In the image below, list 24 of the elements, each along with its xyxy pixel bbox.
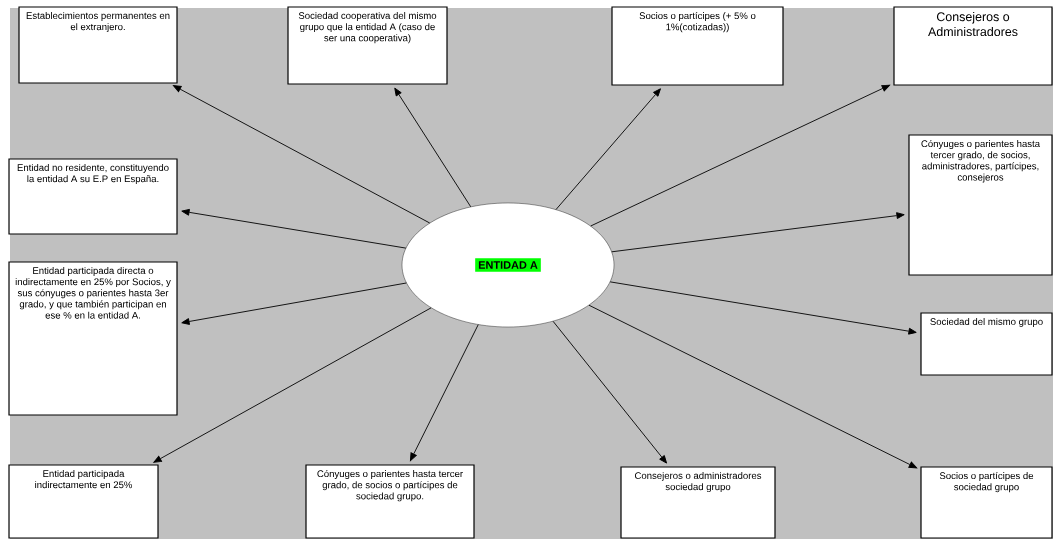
arrow bbox=[173, 85, 431, 224]
text-box: Establecimientos permanentes en el extranjero. bbox=[18, 6, 178, 84]
arrow bbox=[181, 282, 407, 325]
arrow bbox=[394, 87, 472, 208]
arrow bbox=[588, 304, 918, 469]
text-box: Entidad participada directa o indirectamente en 25% por Socios, y sus cónyuges o parientes hasta 3er grado, y que también participan en ese % en la entidad A. bbox=[8, 261, 178, 416]
text-box: Consejeros o administradores sociedad grupo bbox=[620, 466, 776, 539]
arrow bbox=[409, 324, 479, 462]
arrow bbox=[153, 307, 432, 463]
text-box: Entidad no residente, constituyendo la entidad A su E.P en España. bbox=[8, 158, 178, 235]
arrow bbox=[590, 84, 891, 227]
text-box: Socios o partícipes (+ 5% o 1%(cotizadas)) bbox=[611, 6, 784, 86]
text-box: Cónyuges o parientes hasta tercer grado, de socios, administradores, partícipes, consejeros bbox=[908, 134, 1053, 276]
text-box: Cónyuges o parientes hasta tercer grado, de socios o partícipes de sociedad grupo. bbox=[305, 464, 475, 539]
arrow bbox=[609, 281, 917, 335]
text-box: Entidad participada indirectamente en 25% bbox=[8, 464, 159, 539]
text-box: Socios o partícipes de sociedad grupo bbox=[920, 466, 1053, 539]
text-box: Sociedad cooperativa del mismo grupo que la entidad A (caso de ser una cooperativa) bbox=[287, 6, 448, 85]
text-box: Sociedad del mismo grupo bbox=[920, 312, 1053, 376]
text-box: Consejeros o Administradores bbox=[893, 6, 1053, 86]
arrow bbox=[611, 212, 905, 253]
arrow bbox=[552, 320, 668, 464]
arrow bbox=[555, 88, 661, 210]
arrow bbox=[181, 208, 407, 249]
